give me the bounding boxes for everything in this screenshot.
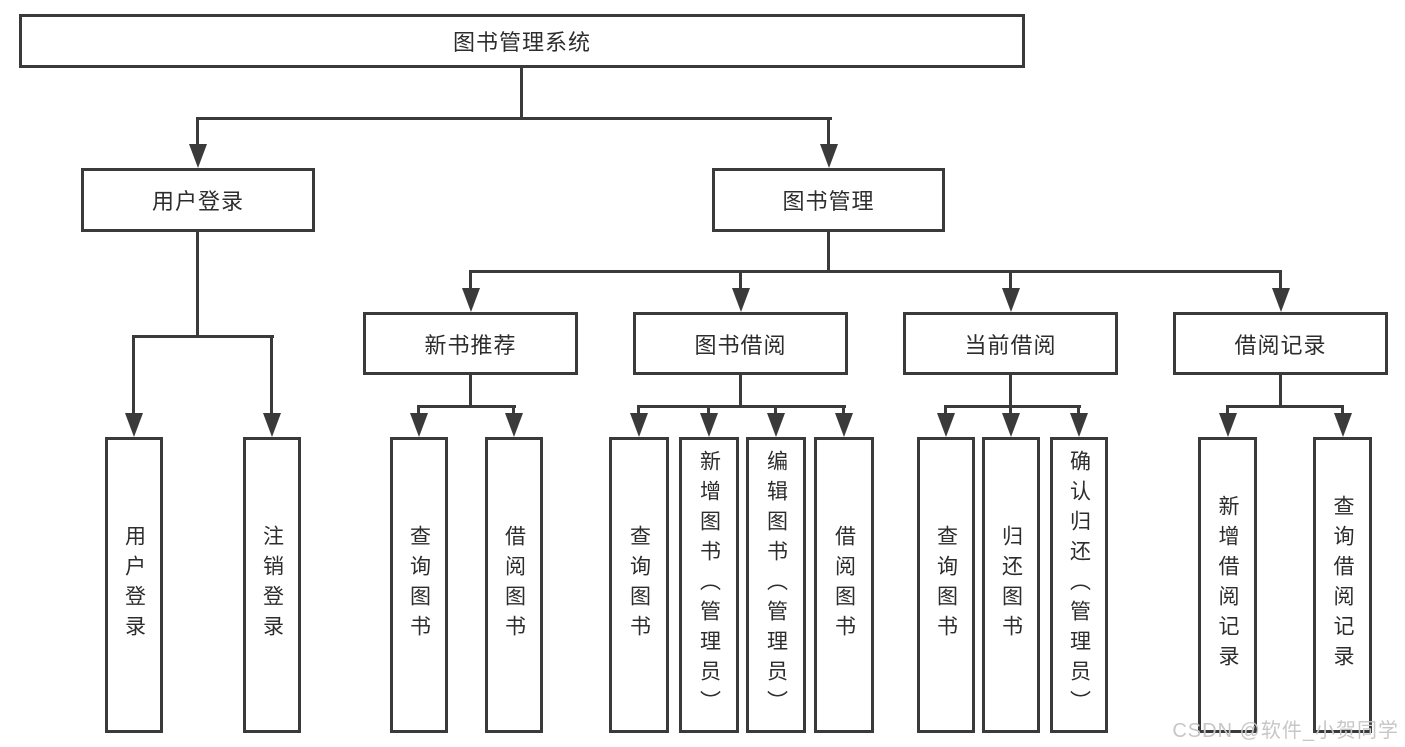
arrow-down-icon <box>462 288 480 312</box>
leaf-query-book-recommend: 查询图书 <box>390 437 448 733</box>
node-user-login: 用户登录 <box>81 168 315 232</box>
arrow-down-icon <box>630 413 648 437</box>
node-root-library-system: 图书管理系统 <box>19 14 1025 68</box>
connector-line <box>196 117 832 120</box>
arrow-down-icon <box>1219 413 1237 437</box>
arrow-down-icon <box>410 413 428 437</box>
node-label: 新书推荐 <box>424 332 517 358</box>
leaf-edit-book-admin: 编辑图书（管理员） <box>746 437 806 733</box>
connector-line <box>739 270 742 290</box>
arrow-down-icon <box>1002 288 1020 312</box>
leaf-confirm-return-admin: 确认归还（管理员） <box>1050 437 1108 733</box>
connector-line <box>827 117 830 146</box>
arrow-down-icon <box>835 413 853 437</box>
leaf-add-book-admin: 新增图书（管理员） <box>679 437 739 733</box>
leaf-label: 新增借阅记录 <box>1216 495 1239 675</box>
arrow-down-icon <box>767 413 785 437</box>
connector-line <box>1279 375 1282 408</box>
leaf-label: 查询图书 <box>627 525 651 645</box>
connector-line <box>842 405 845 415</box>
node-current-borrow: 当前借阅 <box>903 312 1118 375</box>
connector-line <box>469 270 472 290</box>
leaf-add-borrow-record: 新增借阅记录 <box>1198 437 1257 733</box>
connector-line <box>944 405 947 415</box>
node-label: 用户登录 <box>151 189 244 214</box>
leaf-label: 确认归还（管理员） <box>1067 450 1091 720</box>
connector-line <box>707 405 710 415</box>
node-label: 图书管理 <box>782 189 875 214</box>
arrow-down-icon <box>263 413 281 437</box>
leaf-label: 查询图书 <box>934 525 958 645</box>
connector-line <box>512 405 515 415</box>
leaf-label: 归还图书 <box>999 525 1023 645</box>
connector-line <box>1009 375 1012 408</box>
connector-line <box>196 117 199 146</box>
arrow-down-icon <box>700 413 718 437</box>
node-label: 图书借阅 <box>694 332 787 358</box>
arrow-down-icon <box>189 144 207 168</box>
node-label: 借阅记录 <box>1234 332 1327 358</box>
node-label: 图书管理系统 <box>452 30 591 55</box>
leaf-query-book-borrow: 查询图书 <box>609 437 669 733</box>
leaf-label: 编辑图书（管理员） <box>764 450 788 720</box>
arrow-down-icon <box>820 144 838 168</box>
connector-line <box>1009 270 1012 290</box>
leaf-label: 用户登录 <box>122 525 146 645</box>
node-book-management: 图书管理 <box>712 168 945 232</box>
connector-line <box>520 68 523 117</box>
arrow-down-icon <box>1070 413 1088 437</box>
connector-line <box>270 335 273 413</box>
leaf-label: 查询借阅记录 <box>1331 495 1354 675</box>
connector-line <box>637 405 640 415</box>
leaf-label: 新增图书（管理员） <box>697 450 721 720</box>
arrow-down-icon <box>732 288 750 312</box>
arrow-down-icon <box>125 413 143 437</box>
connector-line <box>417 405 516 408</box>
connector-line <box>417 405 420 415</box>
leaf-label: 注销登录 <box>260 525 284 645</box>
node-book-borrow: 图书借阅 <box>633 312 848 375</box>
leaf-user-login: 用户登录 <box>105 437 163 733</box>
connector-line <box>1077 405 1080 415</box>
connector-line <box>1226 405 1343 408</box>
node-label: 当前借阅 <box>964 332 1057 358</box>
connector-line <box>196 232 199 337</box>
connector-line <box>469 270 1282 273</box>
leaf-logout: 注销登录 <box>243 437 301 733</box>
connector-line <box>132 335 135 413</box>
connector-line <box>132 335 274 338</box>
arrow-down-icon <box>1334 413 1352 437</box>
connector-line <box>637 405 846 408</box>
connector-line <box>1341 405 1344 415</box>
node-new-book-recommend: 新书推荐 <box>363 312 578 375</box>
connector-line <box>1009 405 1012 415</box>
leaf-label: 借阅图书 <box>502 525 526 645</box>
leaf-label: 借阅图书 <box>832 525 856 645</box>
leaf-borrow-book-recommend: 借阅图书 <box>485 437 543 733</box>
connector-line <box>469 375 472 408</box>
connector-line <box>774 405 777 415</box>
arrow-down-icon <box>937 413 955 437</box>
arrow-down-icon <box>1272 288 1290 312</box>
leaf-query-book-current: 查询图书 <box>917 437 975 733</box>
arrow-down-icon <box>1002 413 1020 437</box>
connector-line <box>1279 270 1282 290</box>
leaf-borrow-book: 借阅图书 <box>814 437 874 733</box>
leaf-label: 查询图书 <box>407 525 431 645</box>
connector-line <box>944 405 1081 408</box>
leaf-return-book: 归还图书 <box>982 437 1040 733</box>
arrow-down-icon <box>505 413 523 437</box>
leaf-query-borrow-record: 查询借阅记录 <box>1313 437 1372 733</box>
watermark: CSDN @软件_小贺同学 <box>1172 720 1399 742</box>
connector-line <box>827 232 830 273</box>
node-borrow-record: 借阅记录 <box>1173 312 1388 375</box>
connector-line <box>1226 405 1229 415</box>
connector-line <box>739 375 742 408</box>
